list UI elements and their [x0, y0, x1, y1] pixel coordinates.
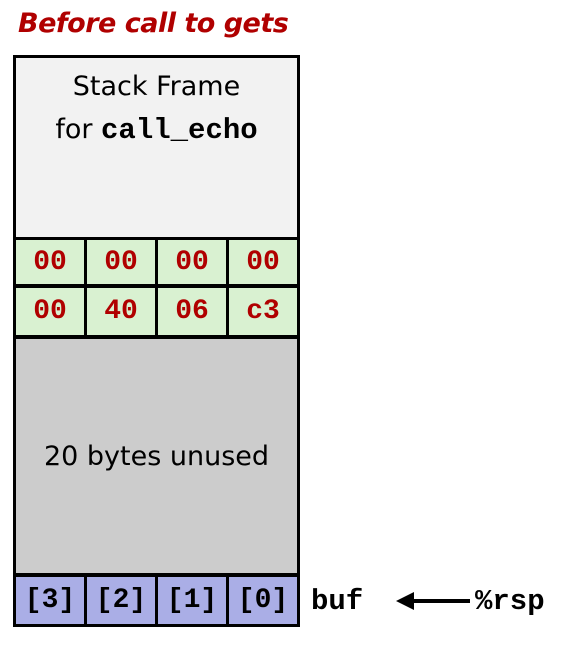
buf-cell: [2]: [87, 577, 155, 624]
caller-stack-frame: Stack Frame for call_echo: [16, 58, 297, 237]
buf-cell: [3]: [16, 577, 84, 624]
return-address-byte: 40: [87, 288, 155, 335]
buf-cell: [1]: [158, 577, 226, 624]
stack-frame-function-name: call_echo: [101, 114, 258, 147]
return-address-row-lower: 00 40 06 c3: [16, 288, 297, 335]
unused-bytes-block: 20 bytes unused: [16, 339, 297, 573]
return-address-byte: 00: [229, 240, 297, 284]
rsp-register-label: %rsp: [475, 585, 545, 618]
buf-cell: [0]: [229, 577, 297, 624]
stack-frame-for-text: for: [55, 114, 102, 145]
return-address-byte: 00: [87, 240, 155, 284]
diagram-title: Before call to gets: [18, 8, 289, 39]
stack-frame-label: Stack Frame: [72, 71, 241, 102]
stack-diagram: Stack Frame for call_echo 00 00 00 00 00…: [13, 55, 300, 627]
buf-label: buf: [311, 585, 364, 618]
return-address-byte: 06: [158, 288, 226, 335]
return-address-row-upper: 00 00 00 00: [16, 240, 297, 284]
stack-frame-function: for call_echo: [16, 114, 297, 147]
return-address-byte: 00: [16, 240, 84, 284]
return-address-byte: 00: [16, 288, 84, 335]
return-address-byte: 00: [158, 240, 226, 284]
arrow-left-icon: [396, 592, 470, 610]
buf-row: [3] [2] [1] [0]: [16, 577, 297, 624]
return-address-byte: c3: [229, 288, 297, 335]
